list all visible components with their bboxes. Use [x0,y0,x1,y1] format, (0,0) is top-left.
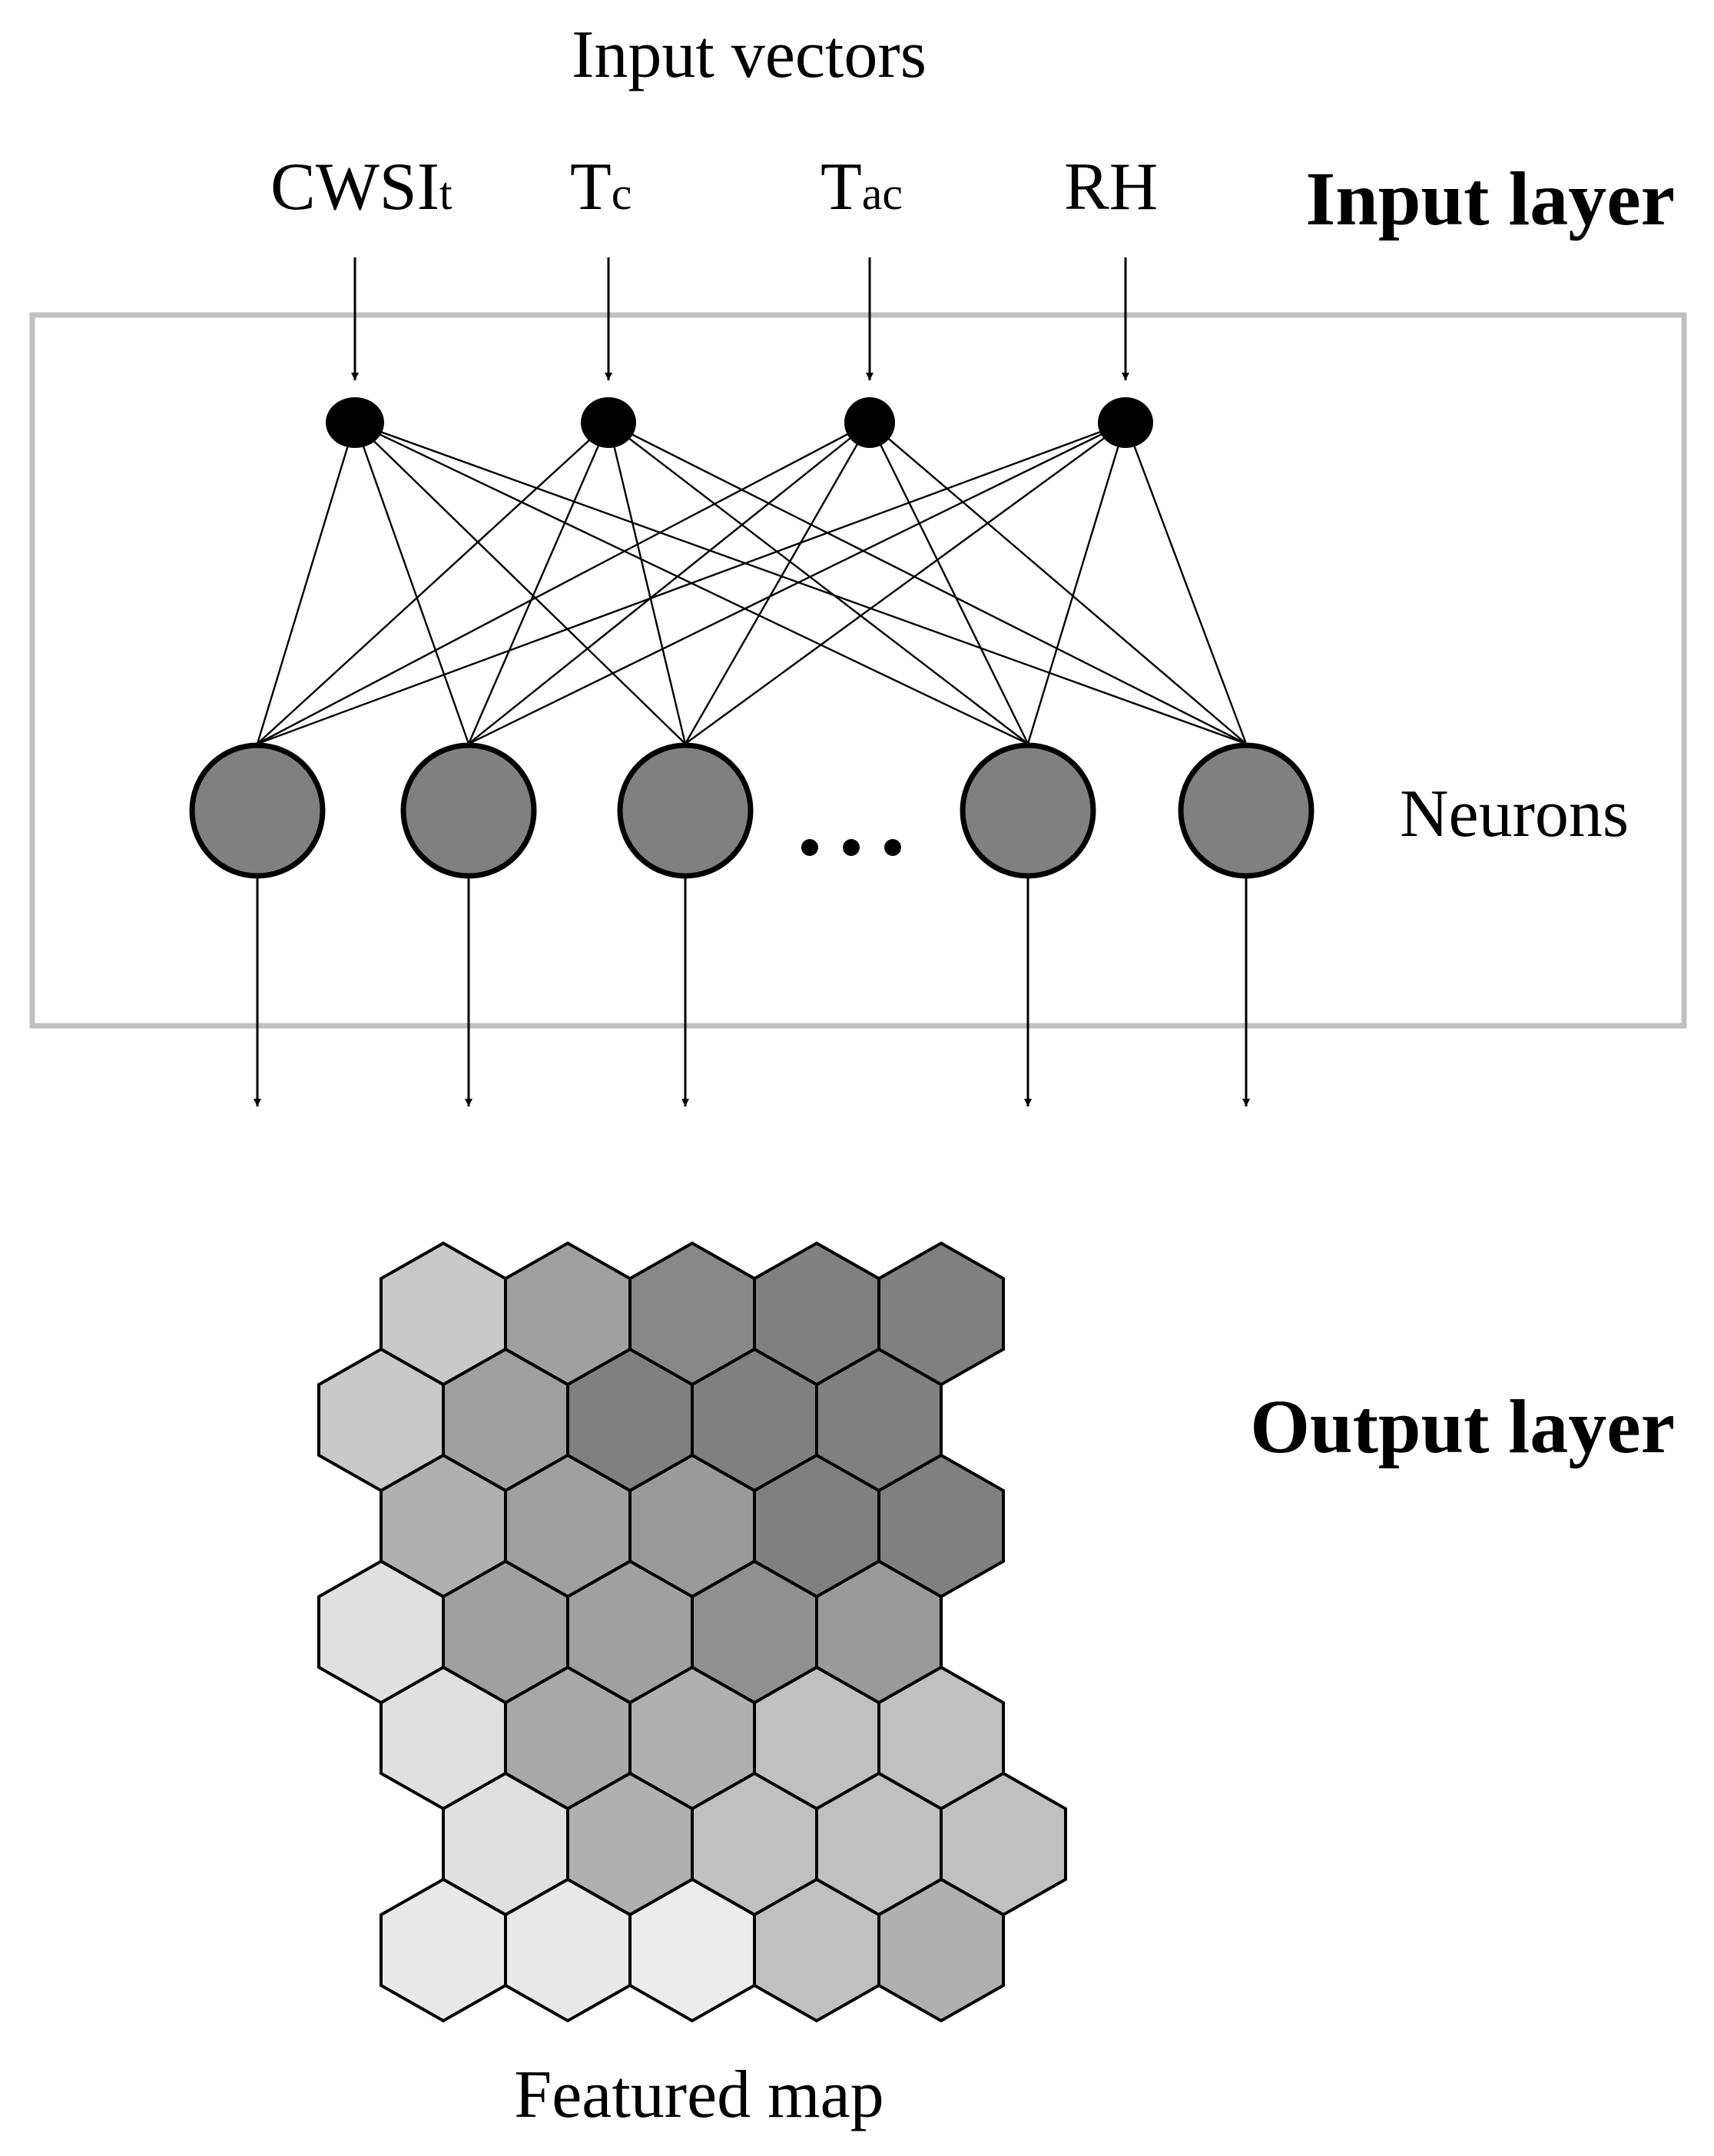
input-node [581,397,636,448]
connection [257,422,609,745]
input-label-main: T [821,150,862,224]
input-label-rh: RH [1064,150,1158,224]
input-node [326,397,384,448]
input-label-main: T [570,150,612,224]
ellipsis-dot [884,839,901,856]
input-arrows [351,257,1129,380]
input-label-main: RH [1064,150,1158,224]
neuron [400,742,537,879]
input-labels: CWSIt Tc Tac RH [270,150,1158,224]
output-layer-label: Output layer [1250,1384,1675,1469]
input-label-main: CWSI [270,150,439,224]
featured-map-grid [317,1241,1067,2023]
neuron [189,742,326,879]
connection [467,422,610,745]
connection [685,422,1126,745]
connection [256,422,356,745]
connections [256,421,1248,745]
input-node [844,397,895,448]
input-nodes [326,397,1153,448]
connection [869,422,1247,745]
input-layer-box [29,312,1687,1029]
input-label-cwsi: CWSIt [270,150,453,224]
connection [354,422,686,745]
input-label-sub: c [612,168,632,219]
output-arrows [254,876,1250,1106]
map-cell [877,1877,1005,2023]
connection [257,421,1126,745]
input-layer-label: Input layer [1305,156,1675,241]
ellipsis-dot [843,839,860,856]
connection [354,421,1247,745]
connection [684,422,871,745]
input-label-tc: Tc [570,150,632,224]
ellipsis-dots [801,839,901,856]
connection [608,422,1029,745]
input-node [1098,397,1153,448]
neuron [1178,742,1315,879]
connection [257,421,870,745]
connection [1026,422,1127,745]
connection [1124,422,1248,745]
input-label-sub: t [439,168,453,219]
neuron [617,742,754,879]
connection [868,422,1029,745]
connection [353,422,470,745]
connection [607,422,687,745]
neurons [189,742,1315,879]
connection [468,421,1126,745]
input-vectors-title: Input vectors [572,18,927,92]
input-label-sub: ac [862,168,903,219]
connection [608,421,1247,745]
input-label-tac: Tac [821,150,903,224]
connection [468,422,870,745]
neurons-label: Neurons [1400,777,1629,851]
neuron [960,742,1096,879]
ellipsis-dot [801,839,818,856]
featured-map-label: Featured map [514,2058,884,2132]
